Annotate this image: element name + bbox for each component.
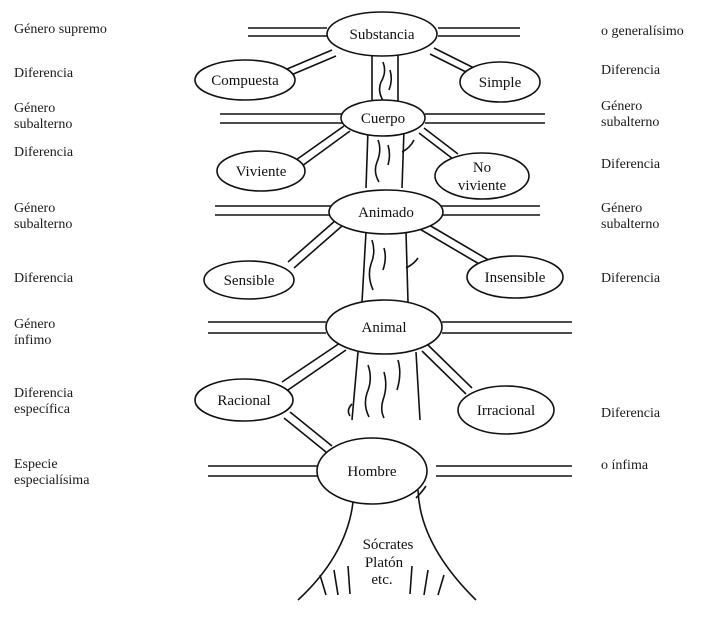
- label-genero-infimo: Género ínfimo: [14, 317, 56, 348]
- node-animal-label: Animal: [362, 320, 407, 336]
- node-viviente: [216, 150, 306, 192]
- roots-label-etc: etc.: [371, 572, 392, 588]
- label-diferencia-left-2: Diferencia: [14, 145, 74, 160]
- node-insensible: [466, 255, 564, 299]
- node-hombre-label: Hombre: [347, 464, 396, 480]
- label-diferencia-left-1: Diferencia: [14, 66, 74, 81]
- label-diferencia-right-3: Diferencia: [601, 271, 661, 286]
- label-genero-subalterno-right-2: Género subalterno: [601, 201, 660, 232]
- label-especie-especialisima: Especie especialísima: [14, 457, 90, 488]
- node-racional: [194, 378, 294, 422]
- node-cuerpo-label: Cuerpo: [361, 111, 405, 127]
- label-genero-subalterno-right-1: Género subalterno: [601, 99, 660, 130]
- label-generalisimo: o generalísimo: [601, 24, 684, 39]
- label-o-infima: o ínfima: [601, 458, 649, 473]
- node-no-viviente: [434, 152, 530, 200]
- label-diferencia-right-2: Diferencia: [601, 157, 661, 172]
- node-no-viviente-label-line2: viviente: [458, 178, 507, 194]
- node-sensible: [203, 260, 295, 300]
- node-racional-label: Racional: [217, 393, 270, 409]
- node-animado-label: Animado: [358, 205, 414, 221]
- label-diferencia-left-3: Diferencia: [14, 271, 74, 286]
- label-diferencia-right-4: Diferencia: [601, 406, 661, 421]
- node-viviente-label: Viviente: [236, 164, 287, 180]
- node-irracional-label: Irracional: [477, 403, 535, 419]
- level-bars: [208, 27, 572, 477]
- node-compuesta-label: Compuesta: [211, 73, 279, 89]
- label-genero-supremo: Género supremo: [14, 22, 107, 37]
- roots-label-platon: Platón: [365, 555, 404, 571]
- node-insensible-label: Insensible: [485, 270, 546, 286]
- node-animal: [325, 299, 443, 355]
- node-substancia: [326, 11, 438, 57]
- node-sensible-label: Sensible: [224, 273, 275, 289]
- node-hombre: [316, 437, 428, 505]
- node-simple: [459, 61, 541, 103]
- label-diferencia-especifica: Diferencia específica: [14, 386, 74, 417]
- tree-trunk: [297, 55, 477, 601]
- node-substancia-label: Substancia: [350, 27, 415, 43]
- node-simple-label: Simple: [479, 75, 522, 91]
- roots-label-socrates: Sócrates: [363, 537, 414, 553]
- node-cuerpo: [340, 99, 426, 137]
- node-animado: [328, 189, 444, 235]
- node-no-viviente-label-line1: No: [473, 160, 491, 176]
- label-genero-subalterno-left-2: Género subalterno: [14, 201, 73, 232]
- label-genero-subalterno-left-1: Género subalterno: [14, 101, 73, 132]
- label-diferencia-right-1: Diferencia: [601, 63, 661, 78]
- node-compuesta: [194, 59, 296, 101]
- node-irracional: [457, 385, 555, 435]
